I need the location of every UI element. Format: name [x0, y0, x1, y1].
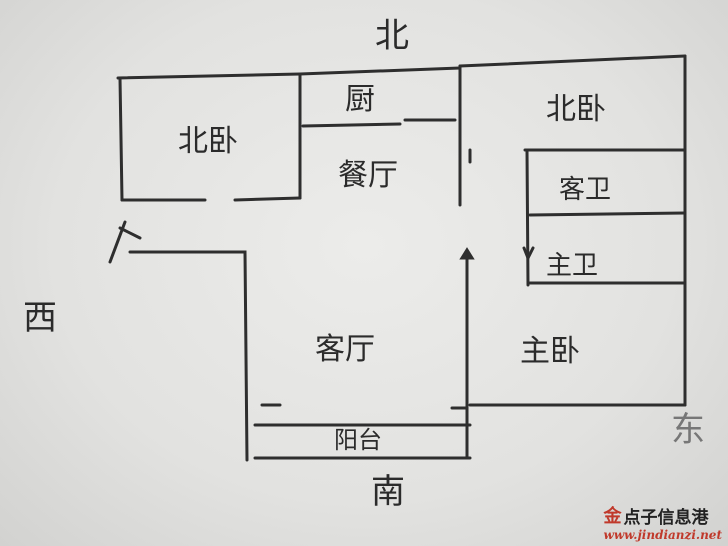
direction-west: 西	[23, 298, 57, 338]
direction-north: 北	[375, 16, 409, 56]
door-marker	[459, 247, 475, 260]
room-guest-bath: 客卫	[558, 175, 612, 205]
room-balcony: 阳台	[334, 426, 382, 454]
kitchen-divider	[301, 118, 457, 128]
bath-west-wall	[525, 148, 530, 287]
room-dining: 餐厅	[338, 158, 398, 193]
watermark-logo-icon: 金	[603, 506, 622, 527]
west-wall-bedroom	[118, 76, 124, 202]
room-kitchen: 厨	[345, 82, 375, 117]
bath-arrow	[522, 246, 535, 262]
watermark: 金 点子信息港 www.jindianzi.net	[604, 502, 723, 542]
north-wall-right	[458, 54, 687, 68]
watermark-url: www.jindianzi.net	[603, 528, 723, 542]
bath-divider	[528, 211, 687, 217]
room-north-bedroom-left: 北卧	[178, 124, 238, 159]
entrance-door	[108, 220, 142, 264]
room-master-bedroom: 主卧	[520, 334, 580, 369]
room-north-bedroom-right: 北卧	[546, 92, 606, 127]
room-living: 客厅	[315, 332, 375, 367]
room-master-bath: 主卫	[545, 251, 599, 281]
direction-south: 南	[371, 472, 405, 512]
direction-east: 东	[671, 410, 705, 450]
entrance-wall	[128, 250, 249, 462]
bedroom-bottom-wall	[120, 196, 302, 202]
north-wall-left	[116, 66, 462, 80]
watermark-name: 点子信息港	[623, 507, 709, 528]
